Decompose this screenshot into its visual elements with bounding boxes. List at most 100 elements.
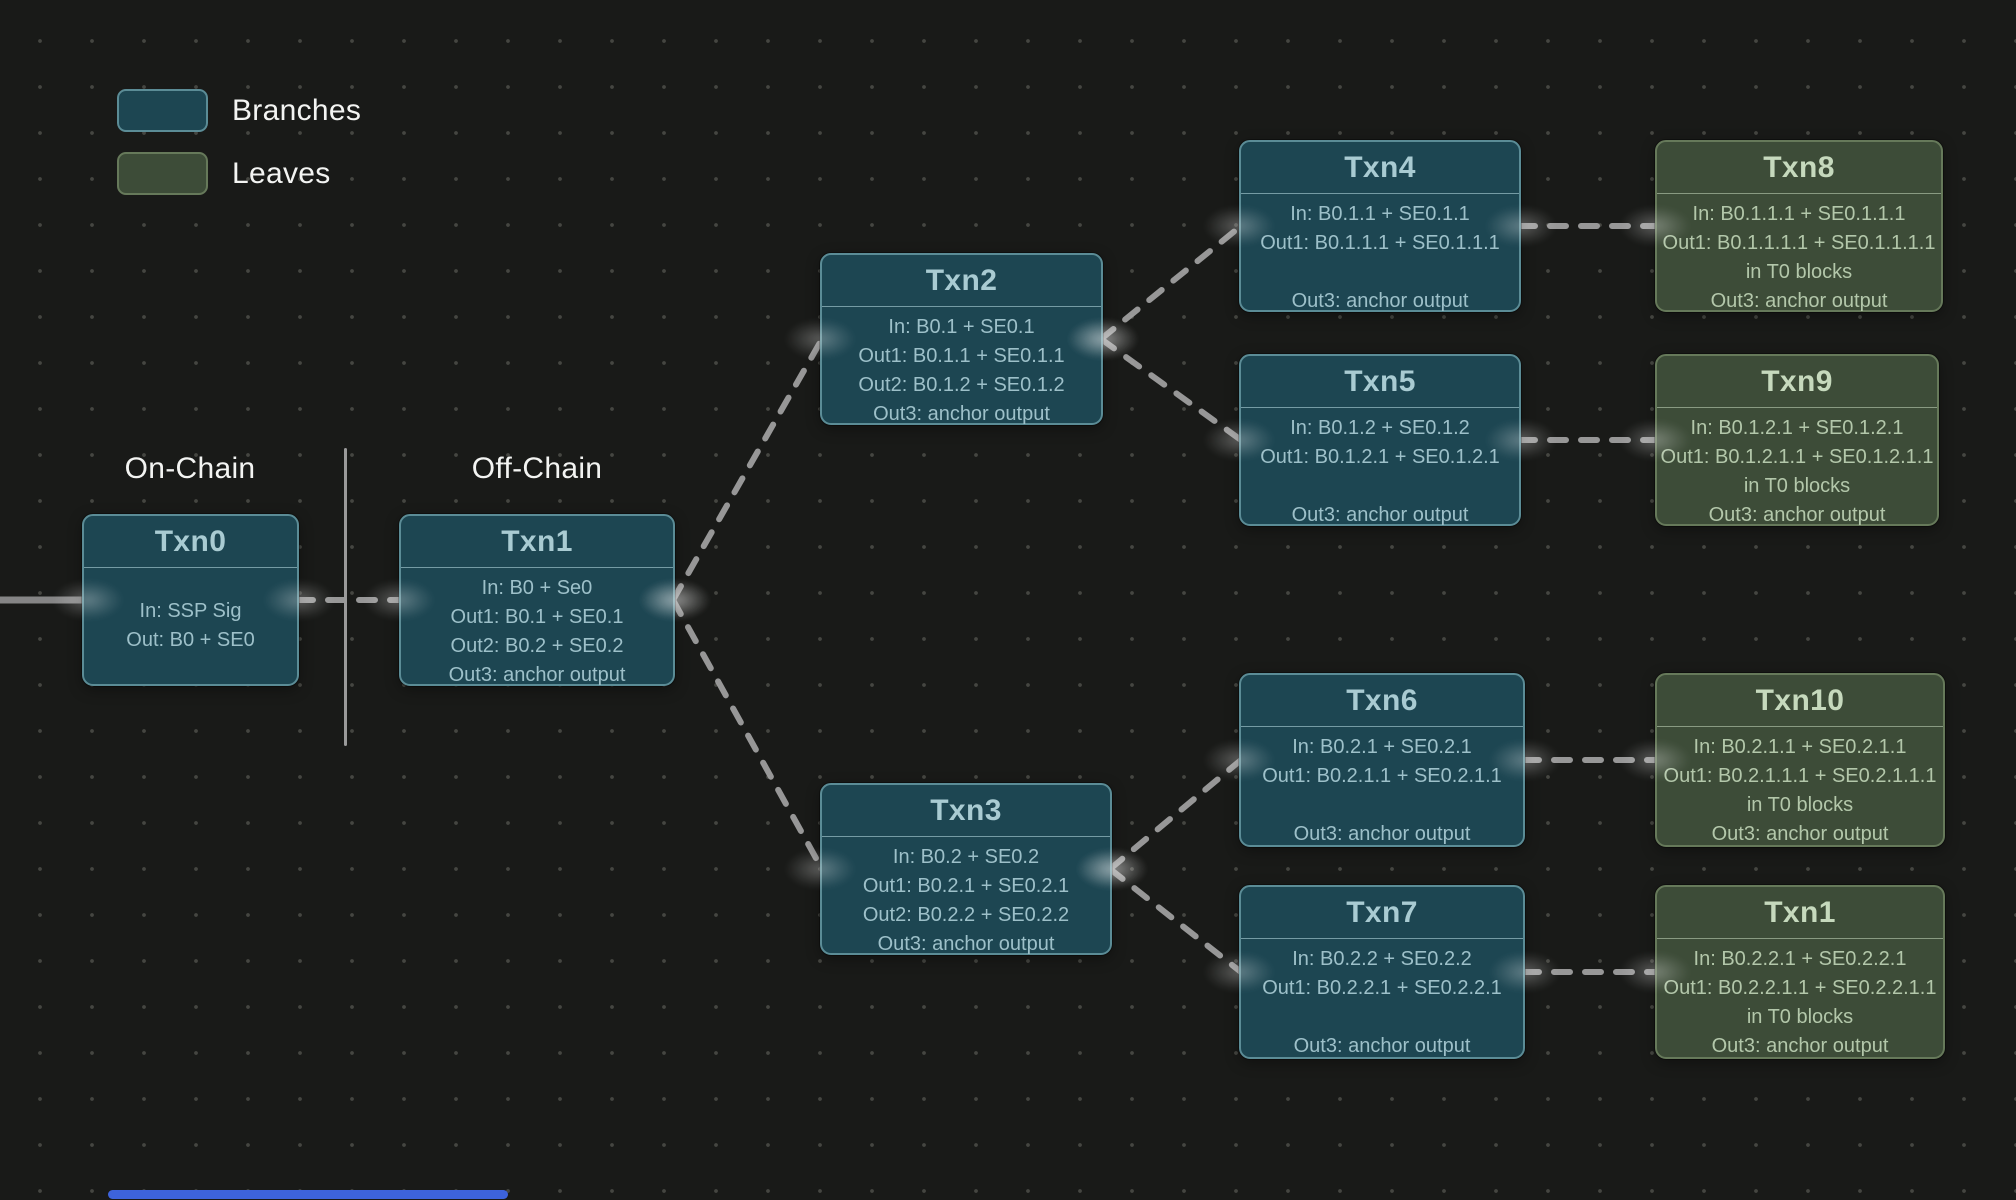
leaves-color-swatch <box>117 152 208 195</box>
connector-txn1-txn2 <box>670 336 825 603</box>
txn-body-line: Out3: anchor output <box>1291 504 1469 526</box>
legend: Branches Leaves <box>117 89 361 215</box>
txn-title: Txn8 <box>1657 142 1941 194</box>
txn-body-line: Out3: anchor output <box>1293 823 1471 845</box>
connector-txn3-txn7 <box>1107 866 1244 975</box>
txn-body-line: Out3: anchor output <box>877 933 1055 955</box>
txn-body-line: Out1: B0.1.1.1 + SE0.1.1.1 <box>1260 232 1500 254</box>
txn-body-line: Out3: anchor output <box>1711 823 1889 845</box>
chain-boundary-divider <box>344 448 347 746</box>
txn-body-line: Out3: anchor output <box>448 664 626 686</box>
txn-body-line: Out2: B0.2.2 + SE0.2.2 <box>862 904 1070 926</box>
txn-body-line: Out1: B0.1.1 + SE0.1.1 <box>858 345 1065 367</box>
txn-title: Txn2 <box>822 255 1101 307</box>
txn-body-line: In: B0.1.2.1 + SE0.1.2.1 <box>1690 417 1904 439</box>
txn-title: Txn10 <box>1657 675 1943 727</box>
txn-title: Txn7 <box>1241 887 1523 939</box>
txn-body-line: In: B0.2.2.1 + SE0.2.2.1 <box>1693 948 1907 970</box>
txn-body-line <box>1377 472 1383 501</box>
txn-body-line: Out3: anchor output <box>1710 290 1888 312</box>
txn-body-line: Out1: B0.1.2.1.1 + SE0.1.2.1.1 <box>1660 446 1934 468</box>
txn-body-line: In: B0.2 + SE0.2 <box>892 846 1040 868</box>
txn-title: Txn0 <box>84 516 297 568</box>
txn-body-line: In: B0.1.1 + SE0.1.1 <box>1290 203 1470 225</box>
txn-body-line: Out3: anchor output <box>1708 504 1886 526</box>
txn-body-line: In: B0.2.1 + SE0.2.1 <box>1292 736 1472 758</box>
onchain-section-label: On-Chain <box>124 452 256 485</box>
legend-item-leaves: Leaves <box>117 152 361 195</box>
txn-body-line: Out1: B0.2.1.1.1 + SE0.2.1.1.1 <box>1663 765 1937 787</box>
txn-body-line: In: B0 + Se0 <box>481 577 593 599</box>
txn-body-line: Out3: anchor output <box>1291 290 1469 312</box>
connector-txn1-txn3 <box>670 597 825 872</box>
txn-body-line: Out1: B0.2.2.1 + SE0.2.2.1 <box>1262 977 1502 999</box>
txn-body-line: Out1: B0.2.2.1.1 + SE0.2.2.1.1 <box>1663 977 1937 999</box>
txn-body-line: in T0 blocks <box>1746 794 1854 816</box>
txn-body-line <box>1377 258 1383 287</box>
txn-title: Txn9 <box>1657 356 1937 408</box>
txn-body-line: Out3: anchor output <box>1293 1035 1471 1057</box>
connector-txn2-txn4 <box>1098 223 1244 342</box>
txn-body-line: Out1: B0.2.1 + SE0.2.1 <box>862 875 1070 897</box>
txn-body-line: Out1: B0.1.2.1 + SE0.1.2.1 <box>1260 446 1500 468</box>
horizontal-scrollbar-thumb[interactable] <box>108 1190 508 1199</box>
txn-title: Txn1 <box>1657 887 1943 939</box>
connector-txn2-txn5 <box>1098 336 1244 443</box>
txn-body-line <box>1379 1003 1385 1032</box>
txn-body-line: In: B0.2.2 + SE0.2.2 <box>1292 948 1472 970</box>
txn-body-line: Out3: anchor output <box>1711 1035 1889 1057</box>
txn-body-line: In: B0.1.1.1 + SE0.1.1.1 <box>1692 203 1906 225</box>
branches-color-swatch <box>117 89 208 132</box>
txn-body-line: Out3: anchor output <box>873 403 1050 425</box>
legend-label-branches: Branches <box>232 93 362 127</box>
txn-body-line: In: B0.1 + SE0.1 <box>888 316 1035 338</box>
txn-body-line: Out2: B0.2 + SE0.2 <box>450 635 624 657</box>
txn-body-line: In: SSP Sig <box>139 600 242 622</box>
txn-title: Txn4 <box>1241 142 1519 194</box>
txn-body-line: In: B0.1.2 + SE0.1.2 <box>1290 417 1470 439</box>
txn-body-line: Out2: B0.1.2 + SE0.1.2 <box>858 374 1065 396</box>
txn-title: Txn5 <box>1241 356 1519 408</box>
txn-title: Txn6 <box>1241 675 1523 727</box>
connector-txn3-txn6 <box>1107 757 1244 872</box>
txn-body-line: Out1: B0.1 + SE0.1 <box>450 606 624 628</box>
txn-title: Txn1 <box>401 516 673 568</box>
txn-body-line <box>1379 791 1385 820</box>
offchain-section-label: Off-Chain <box>471 452 603 485</box>
txn-body-line: in T0 blocks <box>1743 475 1851 497</box>
txn-title: Txn3 <box>822 785 1110 837</box>
txn-body-line: In: B0.2.1.1 + SE0.2.1.1 <box>1693 736 1907 758</box>
txn-body-line: in T0 blocks <box>1745 261 1853 283</box>
legend-item-branches: Branches <box>117 89 361 132</box>
txn-body-line: in T0 blocks <box>1746 1006 1854 1028</box>
txn-body-line: Out: B0 + SE0 <box>126 629 255 651</box>
txn-body-line: Out1: B0.2.1.1 + SE0.2.1.1 <box>1262 765 1502 787</box>
legend-label-leaves: Leaves <box>232 156 331 190</box>
